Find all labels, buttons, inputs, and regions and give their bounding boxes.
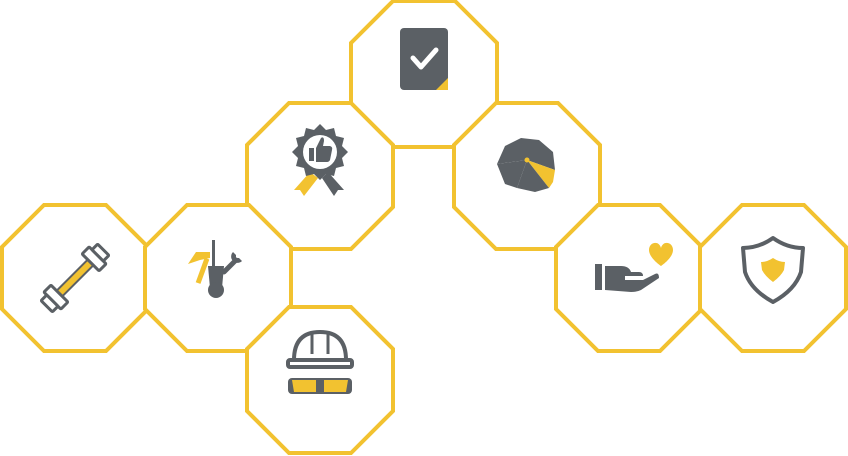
hardhat-goggles-icon (286, 330, 354, 394)
tile-hand-heart (554, 203, 704, 353)
tile-tools (143, 203, 293, 353)
document-check-icon (400, 28, 448, 90)
shield-icon (741, 236, 805, 304)
dumbbell-icon (39, 242, 111, 314)
umbrella-icon (497, 138, 555, 192)
tile-umbrella (452, 101, 602, 251)
hand-heart-icon (595, 242, 673, 292)
tile-document-check (349, 0, 499, 149)
tile-safety-gear (245, 305, 395, 455)
tools-icon (188, 240, 242, 298)
tile-dumbbell (0, 203, 150, 353)
tile-award (245, 101, 395, 251)
tile-shield (698, 203, 848, 353)
award-thumbs-up-icon (292, 124, 348, 196)
